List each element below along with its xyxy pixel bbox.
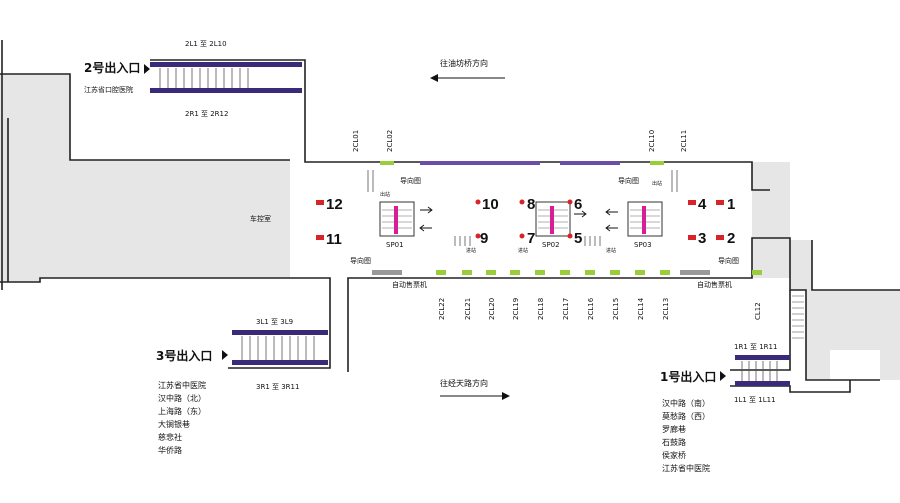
direction-south: 往经天路方向: [440, 378, 488, 388]
marker-1: 1: [727, 196, 735, 213]
marker-2: 2: [727, 230, 735, 247]
guide-map-label: 导向图: [718, 256, 739, 265]
marker-3: 3: [698, 230, 706, 247]
small-label: 进站: [518, 247, 528, 254]
east-grey-zone: [752, 162, 790, 278]
exit1-stairs: [735, 355, 790, 386]
light-label: 2CL14: [637, 297, 645, 320]
exit3-stairs: [232, 330, 328, 365]
platform-stair-sp03: [627, 201, 663, 237]
light-label: 2CL18: [537, 298, 545, 320]
ticket-machine-label: 自动售票机: [392, 280, 427, 289]
platform-label-sp01: SP01: [386, 241, 404, 249]
light-label: 2CL20: [488, 298, 496, 320]
exit3-place: 汉中路（北）: [158, 393, 206, 403]
exit1-place: 罗廊巷: [662, 424, 686, 434]
marker-11: 11: [326, 231, 342, 248]
marker-8: 8: [527, 196, 535, 213]
exit3-place: 上海路（东）: [158, 406, 206, 416]
marker-4: 4: [698, 196, 707, 213]
marker-10: 10: [482, 196, 499, 213]
exit1-place: 石鼓路: [662, 437, 686, 447]
exit1-title: 1号出入口: [660, 369, 716, 384]
light-label: 2CL16: [587, 297, 595, 320]
east-stair-treads: [792, 295, 804, 339]
platform-stair-sp02: [535, 201, 571, 237]
exit2-stairs-bottom: 2R1 至 2R12: [185, 110, 228, 118]
platform-label-sp03: SP03: [634, 241, 652, 249]
guide-map-label: 导向图: [350, 256, 371, 265]
light-label: 2CL22: [438, 298, 446, 320]
small-label: 出站: [652, 180, 662, 187]
exit3-place: 华侨路: [158, 445, 182, 455]
east-stair-grey: [790, 240, 900, 380]
light-label: 2CL01: [352, 130, 360, 152]
light-label: 2CL11: [680, 130, 688, 152]
control-room-label: 车控室: [250, 214, 271, 223]
marker-12: 12: [326, 196, 343, 213]
red-markers: [316, 199, 724, 240]
light-label: 2CL13: [662, 298, 670, 320]
exit1-stairs-bottom: 1L1 至 1L11: [734, 396, 776, 404]
exit1-place: 江苏省中医院: [662, 463, 710, 473]
exit1-stairs-top: 1R1 至 1R11: [734, 343, 777, 351]
small-label: 进站: [466, 247, 476, 254]
marker-5: 5: [574, 230, 582, 247]
guide-map-label: 导向图: [400, 176, 421, 185]
small-label: 出站: [380, 191, 390, 198]
light-label: 2CL02: [386, 130, 394, 152]
exit2-place: 江苏省口腔医院: [84, 85, 133, 94]
light-label: 2CL15: [612, 298, 620, 320]
bottom-light-strip: [372, 270, 762, 275]
light-label: 2CL19: [512, 298, 520, 320]
ticket-machine-label: 自动售票机: [697, 280, 732, 289]
exit3-place: 慈悲社: [158, 432, 182, 442]
exit3-place: 江苏省中医院: [158, 380, 206, 390]
exit3-title: 3号出入口: [156, 348, 212, 363]
marker-9: 9: [480, 230, 488, 247]
platform-stair-sp01: [379, 201, 415, 237]
flow-arrow-icons: [419, 206, 618, 232]
exit3-pointer-icon: [222, 350, 228, 360]
marker-7: 7: [527, 230, 535, 247]
exit1-place: 莫愁路（西）: [662, 411, 710, 421]
fare-gates: [367, 170, 678, 246]
exit3-stairs-bottom: 3R1 至 3R11: [256, 383, 299, 391]
exit2-title: 2号出入口: [84, 60, 140, 75]
exit1-pointer-icon: [720, 371, 726, 381]
arrow-east-icon: [440, 392, 510, 400]
light-label: 2CL10: [648, 130, 656, 152]
arrow-west-icon: [430, 74, 505, 82]
marker-6: 6: [574, 196, 582, 213]
light-label: 2CL21: [464, 298, 472, 320]
direction-north: 往油坊桥方向: [440, 58, 488, 68]
exit2-pointer-icon: [144, 64, 150, 74]
guide-map-label: 导向图: [618, 176, 639, 185]
platform-label-sp02: SP02: [542, 241, 560, 249]
exit2-stairs-top: 2L1 至 2L10: [185, 40, 227, 48]
exit3-place: 大锏银巷: [158, 419, 190, 429]
top-light-strip: [380, 161, 664, 165]
exit2-stairs: [150, 62, 302, 93]
small-label: 进站: [606, 247, 616, 254]
light-label: CL12: [754, 302, 762, 320]
light-label: 2CL17: [562, 298, 570, 320]
exit1-place: 汉中路（南）: [662, 398, 710, 408]
exit3-stairs-top: 3L1 至 3L9: [256, 318, 293, 326]
west-grey-zone: [0, 74, 290, 282]
exit1-place: 侯家桥: [662, 450, 686, 460]
